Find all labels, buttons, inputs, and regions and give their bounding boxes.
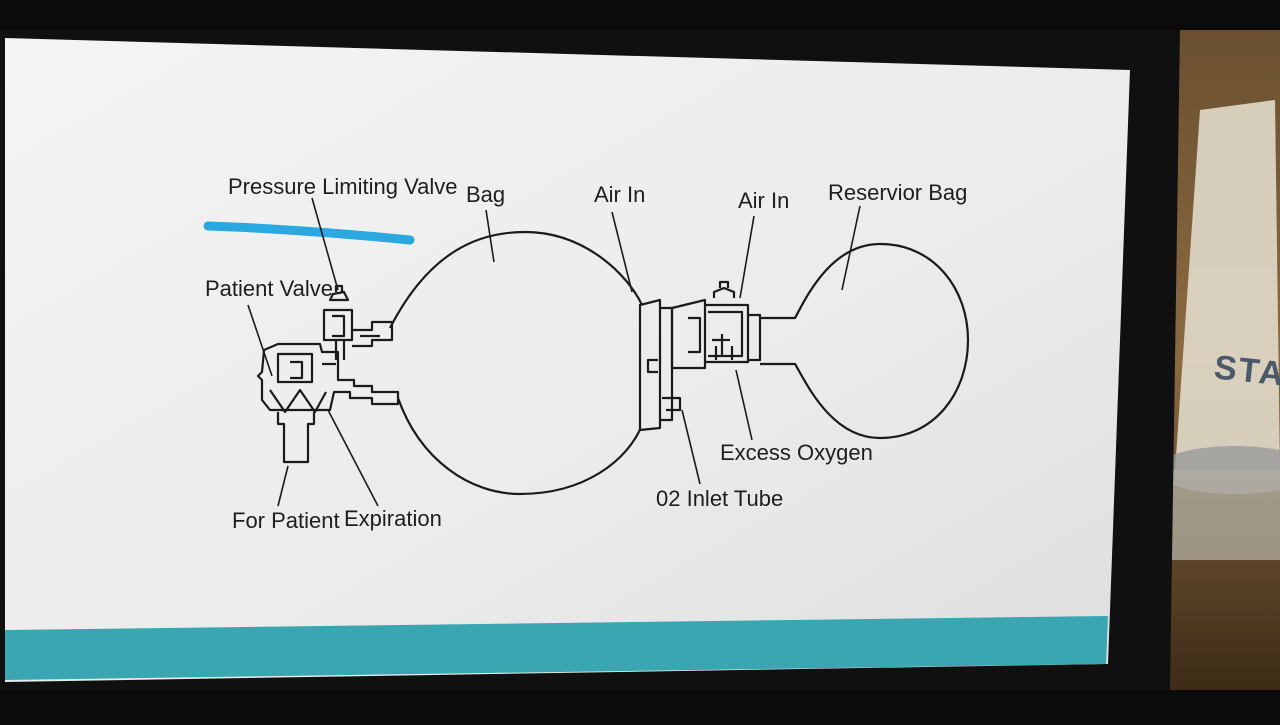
background-sign — [1175, 100, 1280, 470]
highlight-stroke — [203, 221, 415, 245]
background-sign-text: STA — [1212, 348, 1280, 394]
slide-screen — [5, 38, 1130, 682]
label-bag: Bag — [466, 182, 505, 207]
leader-lines — [247, 197, 861, 507]
intake-valve-assembly — [670, 280, 762, 370]
footer-band — [5, 616, 1108, 680]
bag-neck-plate — [638, 298, 662, 432]
label-pressure-limiting-valve: Pressure Limiting Valve — [228, 174, 457, 199]
pressure-limiting-valve-shape — [322, 284, 354, 360]
label-air-in-left: Air In — [594, 182, 645, 207]
label-reservoir-bag: Reservior Bag — [828, 180, 967, 205]
label-excess-oxygen: Excess Oxygen — [720, 440, 873, 465]
label-patient-valve: Patient Valve — [205, 276, 333, 301]
label-air-in-right: Air In — [738, 188, 789, 213]
patient-valve-shape — [256, 342, 400, 414]
label-expiration: Expiration — [344, 506, 442, 531]
reservoir-bag-shape — [760, 242, 970, 440]
label-o2-inlet-tube: 02 Inlet Tube — [656, 486, 783, 511]
patient-outlet-shape — [276, 412, 316, 464]
label-for-patient: For Patient — [232, 508, 340, 533]
o2-inlet-tube-shape — [662, 396, 682, 412]
